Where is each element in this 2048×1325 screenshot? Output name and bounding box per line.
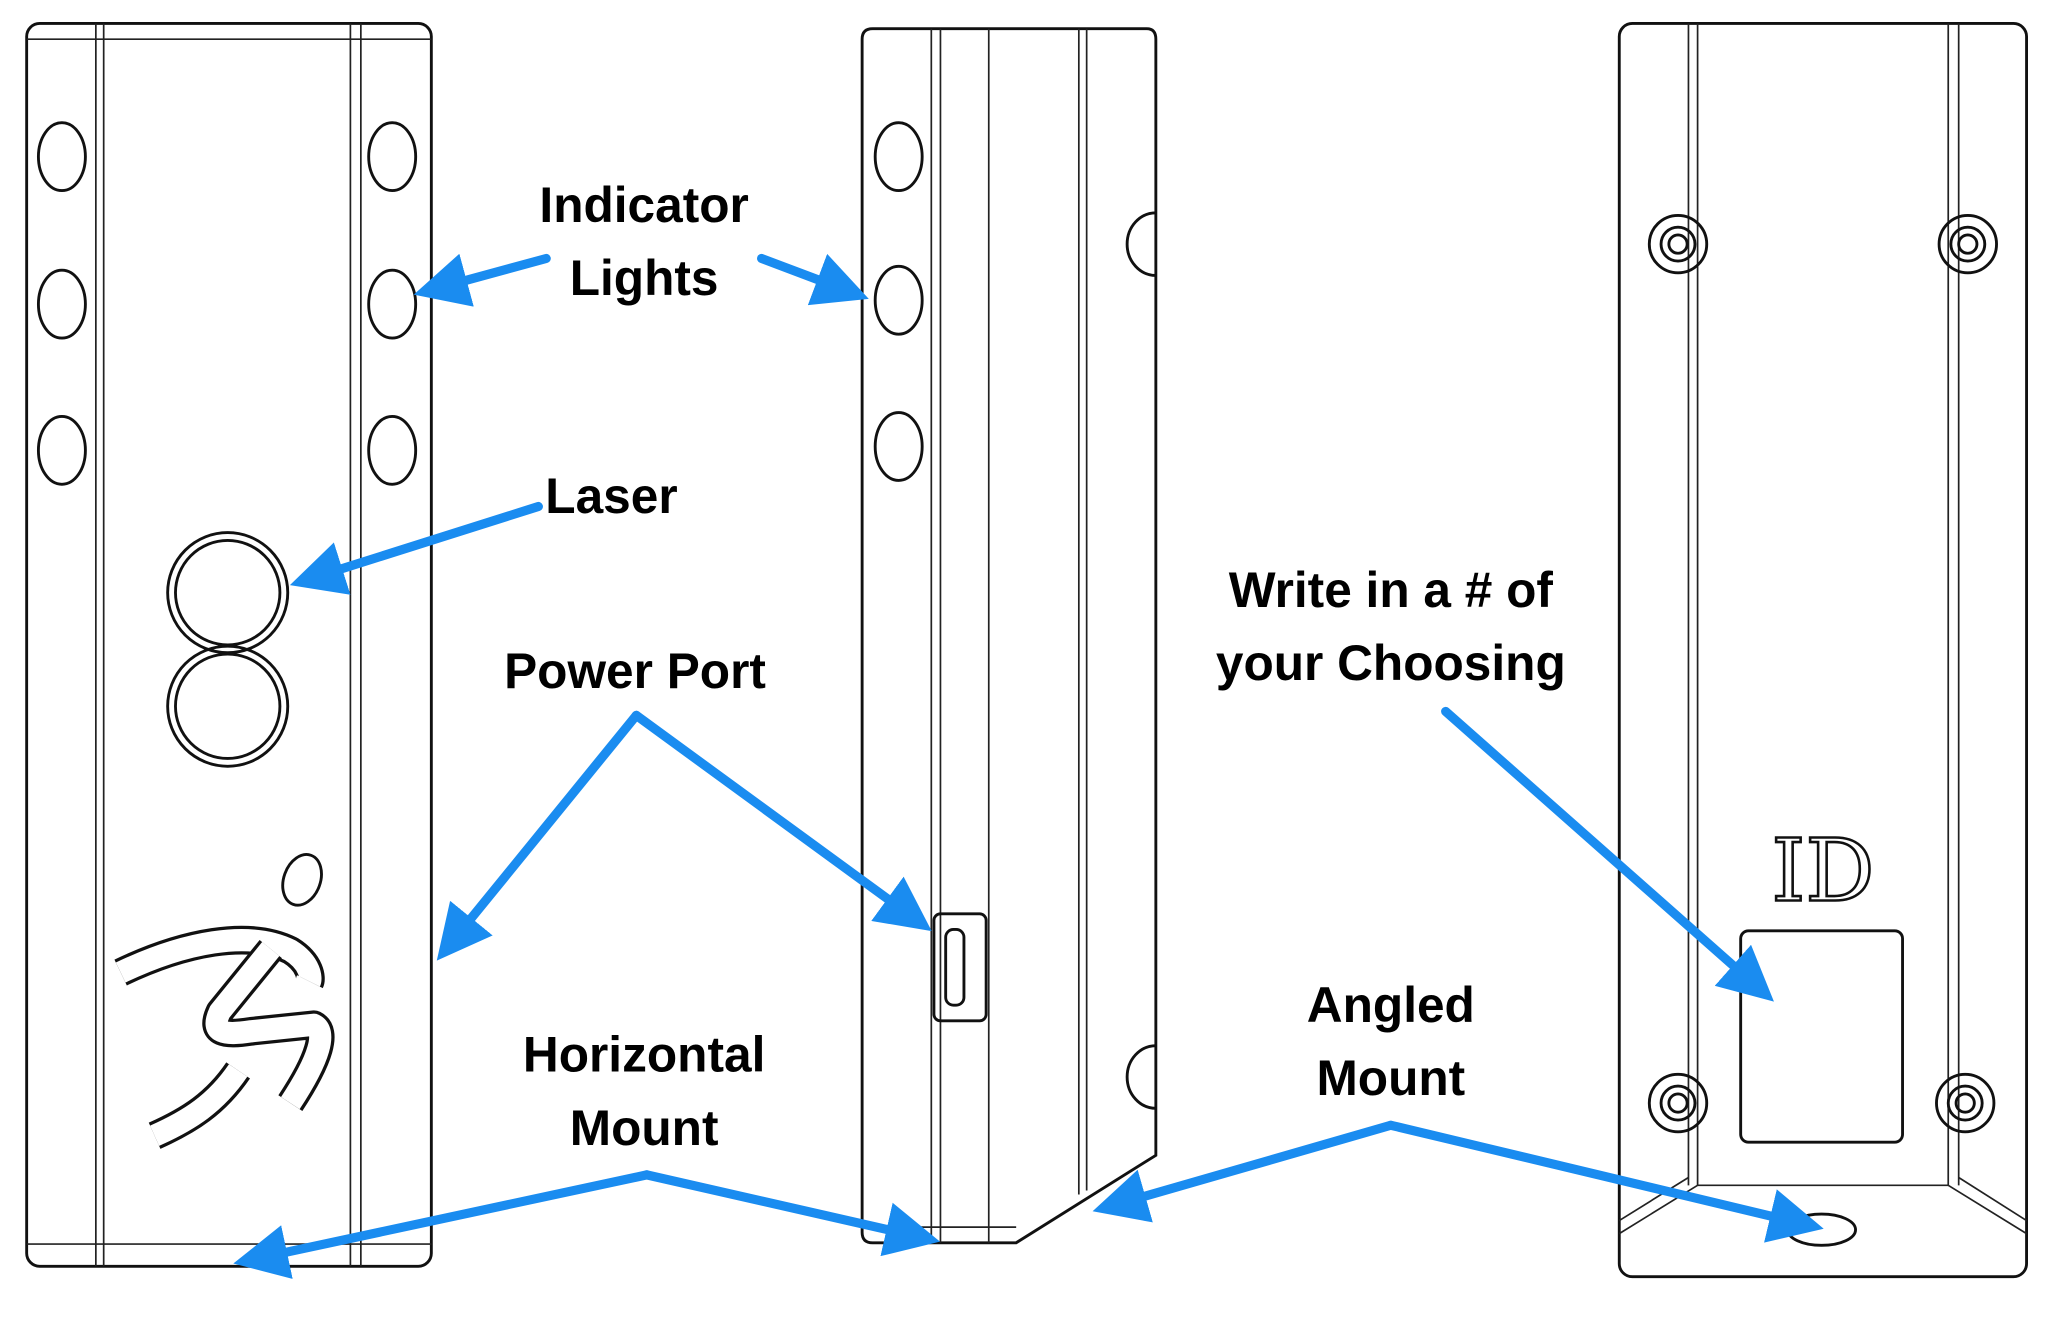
label-angled-mount: Mount	[1316, 1050, 1465, 1106]
id-write-area	[1739, 929, 1904, 1144]
label-lights: Lights	[570, 250, 719, 306]
screw-hole-icon	[1647, 213, 1998, 1134]
arrow-horizontal-front	[233, 1170, 652, 1279]
usb-port-icon	[932, 912, 988, 1023]
arrow-indicator-front	[413, 253, 551, 307]
arrow-indicator-side	[757, 253, 869, 306]
arrow-angled-back	[1386, 1120, 1824, 1243]
label-angled: Angled	[1307, 977, 1475, 1033]
back-view: ID	[1617, 22, 2028, 1279]
label-indicator: Indicator	[539, 177, 748, 233]
indicator-light-icon	[873, 121, 924, 482]
callout-arrows	[233, 253, 1824, 1279]
label-write-in: Write in a # of	[1229, 562, 1554, 618]
side-view	[860, 27, 1158, 1245]
front-view	[25, 22, 433, 1268]
label-horizontal-mount: Mount	[570, 1100, 719, 1156]
arrow-angled-side	[1092, 1120, 1396, 1223]
laser-icon	[166, 531, 290, 768]
arrow-write-id	[1441, 706, 1774, 1002]
label-horizontal: Horizontal	[523, 1027, 765, 1083]
label-power-port: Power Port	[504, 643, 766, 699]
arrow-power-front	[436, 710, 641, 961]
arrow-horizontal-side	[642, 1170, 940, 1257]
id-mark: ID	[1771, 822, 1874, 922]
label-your-choosing: your Choosing	[1216, 635, 1566, 691]
runner-logo-icon	[114, 853, 335, 1149]
arrow-laser	[289, 501, 543, 595]
arrow-power-side	[631, 710, 932, 932]
label-laser: Laser	[545, 468, 677, 524]
